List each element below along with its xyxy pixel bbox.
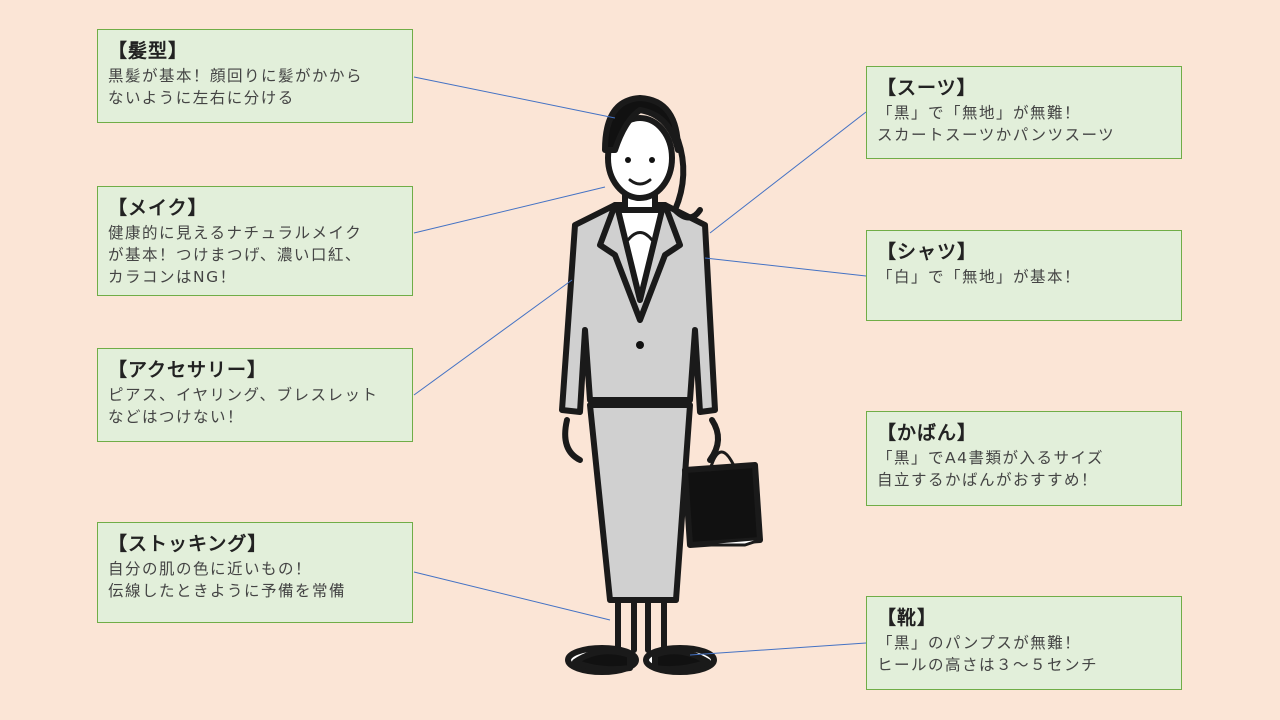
lapels	[597, 202, 683, 323]
woman-in-suit-illustration	[559, 95, 763, 675]
callout-text: 「黒」で「無地」が無難！ スカートスーツかパンツスーツ	[877, 104, 1116, 144]
callout-title: 【髪型】	[108, 40, 189, 62]
callout-text: 自分の肌の色に近いもの！ 伝線したときように予備を常備	[108, 560, 347, 600]
callout-text: 健康的に見えるナチュラルメイク が基本！つけまつげ、濃い口紅、 カラコンはNG！	[108, 224, 363, 286]
callout-text: 「黒」のパンプスが無難！ ヒールの高さは３～５センチ	[877, 634, 1099, 674]
callout-hairstyle: 【髪型】 黒髪が基本！顔回りに髪がかから ないように左右に分ける	[97, 29, 413, 123]
callout-bag: 【かばん】 「黒」でA4書類が入るサイズ 自立するかばんがおすすめ！	[866, 411, 1182, 506]
callout-title: 【ストッキング】	[108, 533, 268, 555]
callout-title: 【スーツ】	[877, 77, 977, 99]
callout-text: 黒髪が基本！顔回りに髪がかから ないように左右に分ける	[108, 67, 364, 107]
callout-shoes: 【靴】 「黒」のパンプスが無難！ ヒールの高さは３～５センチ	[866, 596, 1182, 690]
callout-text: 「黒」でA4書類が入るサイズ 自立するかばんがおすすめ！	[877, 449, 1105, 489]
right-hand	[707, 417, 721, 463]
connector-lines	[413, 76, 867, 656]
bag	[682, 462, 763, 548]
callout-text: 「白」で「無地」が基本！	[877, 268, 1082, 286]
callout-title: 【靴】	[877, 607, 938, 629]
skirt	[587, 402, 693, 603]
callout-title: 【メイク】	[108, 197, 208, 219]
callout-shirt: 【シャツ】 「白」で「無地」が基本！	[866, 230, 1182, 321]
callout-accessories: 【アクセサリー】 ピアス、イヤリング、ブレスレット などはつけない！	[97, 348, 413, 442]
left-hand	[562, 417, 583, 463]
callout-title: 【かばん】	[877, 422, 978, 444]
callout-title: 【アクセサリー】	[108, 359, 268, 381]
callout-suit: 【スーツ】 「黒」で「無地」が無難！ スカートスーツかパンツスーツ	[866, 66, 1182, 159]
callout-text: ピアス、イヤリング、ブレスレット などはつけない！	[108, 386, 379, 426]
legs	[615, 597, 667, 653]
face	[605, 115, 675, 201]
callout-makeup: 【メイク】 健康的に見えるナチュラルメイク が基本！つけまつげ、濃い口紅、 カラ…	[97, 186, 413, 296]
callout-title: 【シャツ】	[877, 241, 978, 263]
callout-stockings: 【ストッキング】 自分の肌の色に近いもの！ 伝線したときように予備を常備	[97, 522, 413, 623]
